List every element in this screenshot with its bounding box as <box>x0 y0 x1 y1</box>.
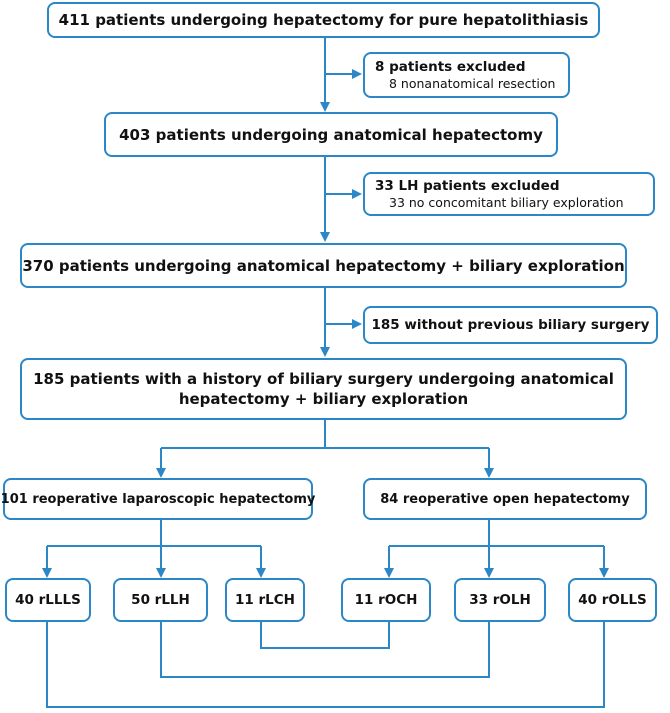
step1-text: 411 patients undergoing hepatectomy for … <box>58 11 589 29</box>
group-rllls-text: 40 rLLLS <box>15 592 81 608</box>
pair-rllh-rolh <box>160 622 490 678</box>
exclusion2-title: 33 LH patients excluded <box>375 177 560 194</box>
laparoscopic-branch-text: 101 reoperative laparoscopic hepatectomy <box>0 491 316 507</box>
group-rolls-text: 40 rOLLS <box>578 592 647 608</box>
step2-text: 403 patients undergoing anatomical hepat… <box>119 125 543 144</box>
exclusion3-title: 185 without previous biliary surgery <box>371 317 650 333</box>
exclusion2-box: 33 LH patients excluded 33 no concomitan… <box>363 172 655 216</box>
group-rlch-text: 11 rLCH <box>235 592 295 608</box>
pair-rllls-rolls <box>46 622 605 708</box>
step3-text: 370 patients undergoing anatomical hepat… <box>22 256 625 275</box>
exclusion1-title: 8 patients excluded <box>375 58 526 75</box>
step1-box: 411 patients undergoing hepatectomy for … <box>47 2 600 38</box>
laparoscopic-branch-box: 101 reoperative laparoscopic hepatectomy <box>0 478 316 520</box>
group-rolh-box: 33 rOLH <box>454 578 546 622</box>
step3-box: 370 patients undergoing anatomical hepat… <box>20 243 627 288</box>
group-roch-text: 11 rOCH <box>354 592 418 608</box>
exclusion1-detail: 8 nonanatomical resection <box>389 75 556 91</box>
exclusion3-box: 185 without previous biliary surgery <box>363 306 658 344</box>
group-rlch-box: 11 rLCH <box>225 578 305 622</box>
group-rllls-box: 40 rLLLS <box>5 578 91 622</box>
exclusion2-detail: 33 no concomitant biliary exploration <box>389 194 624 210</box>
pair-rlch-roch <box>260 622 390 649</box>
group-roch-box: 11 rOCH <box>341 578 431 622</box>
step4-line1: 185 patients with a history of biliary s… <box>33 370 614 388</box>
open-branch-text: 84 reoperative open hepatectomy <box>380 491 630 507</box>
group-rolh-text: 33 rOLH <box>469 592 531 608</box>
group-rllh-text: 50 rLLH <box>131 592 190 608</box>
exclusion1-box: 8 patients excluded 8 nonanatomical rese… <box>363 52 570 98</box>
open-branch-box: 84 reoperative open hepatectomy <box>363 478 647 520</box>
step2-box: 403 patients undergoing anatomical hepat… <box>104 112 558 157</box>
group-rolls-box: 40 rOLLS <box>568 578 657 622</box>
group-rllh-box: 50 rLLH <box>113 578 208 622</box>
step4-box: 185 patients with a history of biliary s… <box>20 358 627 420</box>
step4-line2: hepatectomy + biliary exploration <box>178 390 469 408</box>
